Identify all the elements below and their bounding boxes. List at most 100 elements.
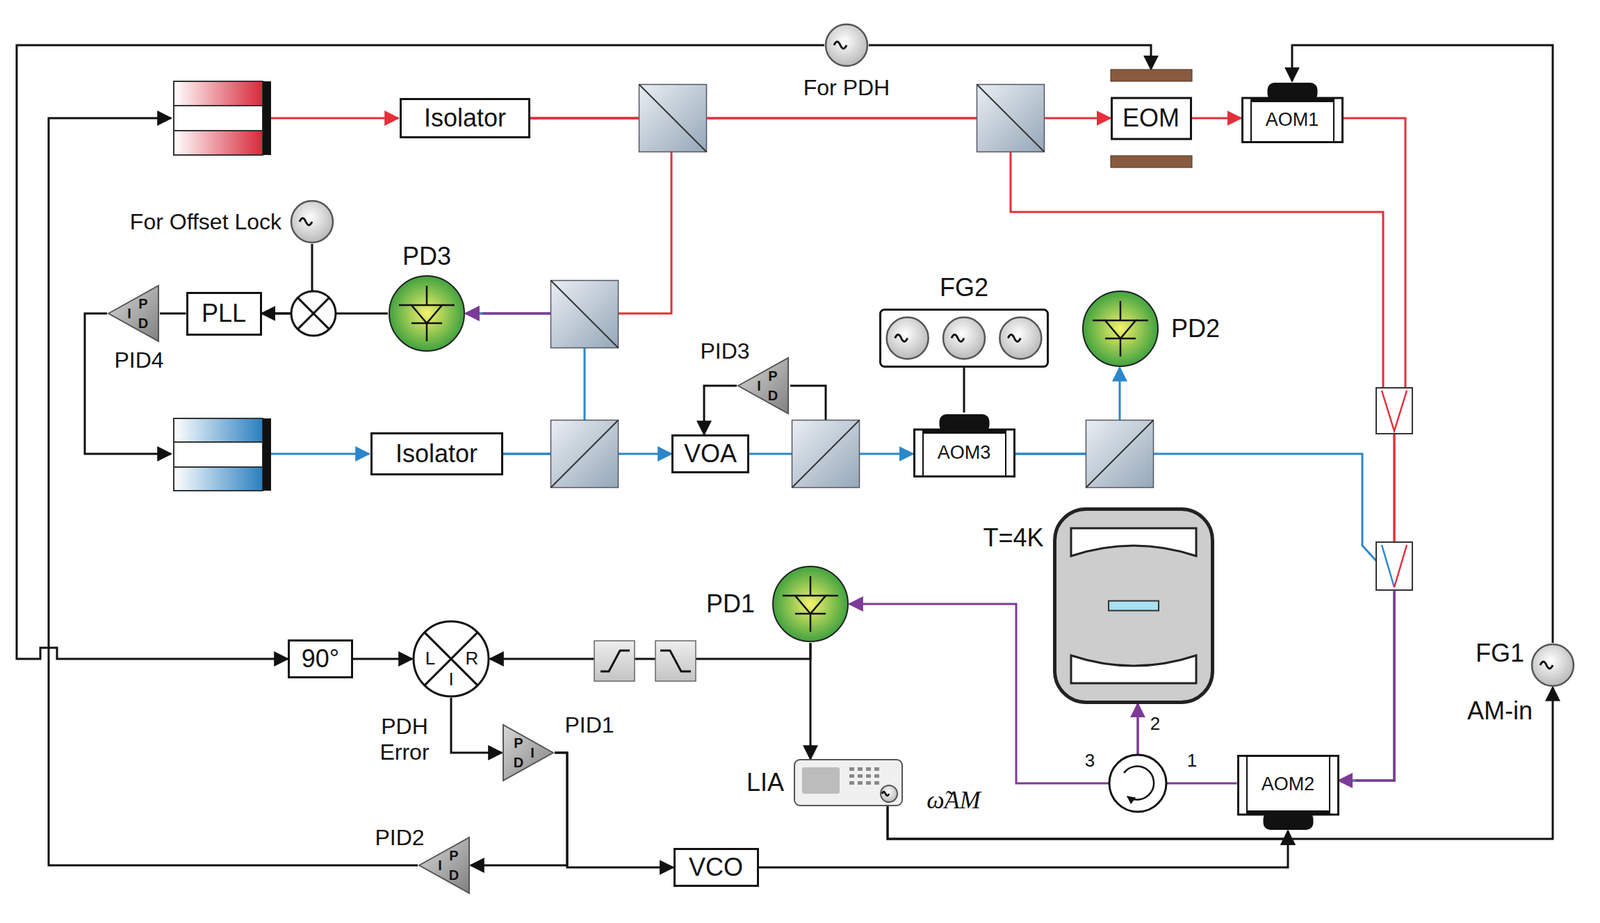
red-laser <box>173 81 272 155</box>
node-text: I <box>437 857 443 874</box>
node-outline <box>793 758 903 807</box>
drawing-circle <box>880 785 898 803</box>
drawing-path <box>411 305 443 324</box>
isolator-box: Isolator <box>399 98 531 139</box>
drawing-rect <box>1086 420 1154 488</box>
node-outline <box>501 723 555 782</box>
node-text: P <box>768 368 778 385</box>
drawing-rect <box>857 781 863 785</box>
node-text: ω̃AM <box>926 786 981 815</box>
node-text: For Offset Lock <box>129 209 282 235</box>
node-text: FG1 <box>1475 638 1525 668</box>
drawing-polygon <box>503 724 554 781</box>
drawing-rect <box>262 418 272 491</box>
connector <box>16 45 825 659</box>
connector <box>758 831 1289 868</box>
node-text: T=4K <box>982 523 1044 552</box>
photodiode: PD3 <box>387 274 466 353</box>
drawing-circle <box>1082 291 1158 367</box>
node-text: PD3 <box>402 241 452 271</box>
drawing-rect <box>672 435 749 473</box>
node-text: PID3 <box>699 338 750 365</box>
node-outline <box>824 22 869 68</box>
drawing-rect <box>1376 387 1413 434</box>
node-text: PLL <box>201 298 247 328</box>
drawing-rect <box>371 433 502 475</box>
drawing-path <box>782 576 839 632</box>
drawing-circle <box>772 566 848 642</box>
node-text: PD2 <box>1171 314 1220 343</box>
drawing-path <box>1092 300 1149 357</box>
laser-beam <box>271 453 370 456</box>
node-text: PID2 <box>374 825 424 851</box>
port-number: 3 <box>1084 750 1095 772</box>
drawing-circle <box>389 275 465 351</box>
drawing-rect <box>923 429 1006 434</box>
pid-controller: PIDPID3 <box>736 356 790 415</box>
oscillator-symbol: For Offset Lock <box>289 199 335 244</box>
drawing-path <box>795 595 826 614</box>
oscillator-symbol: For PDH <box>824 22 869 68</box>
drawing-line <box>1246 756 1248 816</box>
drawing-rect <box>874 781 880 785</box>
drawing-rect <box>1242 98 1343 143</box>
pickoff-wire <box>790 385 826 422</box>
drawing-line <box>297 297 329 329</box>
beam-splitter <box>792 420 860 488</box>
combined-beam <box>482 312 551 315</box>
mixer-symbol: LRI <box>412 619 491 698</box>
node-text: AM-in <box>1467 696 1533 725</box>
node-text: P <box>138 296 148 313</box>
node-text: D <box>138 315 149 332</box>
eom-modulator: EOM <box>1110 69 1193 168</box>
beam-splitter <box>977 84 1045 153</box>
node-outline <box>1530 642 1575 688</box>
node-text: PID1 <box>564 712 614 739</box>
port-number: 2 <box>1150 713 1161 735</box>
node-outline <box>107 284 160 343</box>
drawing-line <box>922 429 924 477</box>
sine-symbol <box>895 334 908 342</box>
drawing-path <box>1105 320 1136 339</box>
drawing-path <box>660 650 691 672</box>
drawing-rect <box>262 81 272 155</box>
sine-symbol <box>1540 661 1553 669</box>
blue-laser <box>173 418 272 491</box>
attenuator-box: VOA <box>671 434 750 474</box>
node-outline <box>417 836 471 895</box>
drawing-rect <box>866 767 871 771</box>
node-outline <box>289 199 335 244</box>
drawing-path <box>1394 544 1407 588</box>
drawing-rect <box>674 849 758 887</box>
node-outline <box>736 356 790 415</box>
drawing-rect <box>792 420 860 488</box>
drawing-circle <box>999 316 1042 359</box>
phase-shifter-box: 90° <box>287 639 354 679</box>
drawing-circle <box>886 316 929 359</box>
drawing-path <box>1071 528 1197 557</box>
connector <box>887 687 1553 839</box>
drawing-circle <box>943 316 985 359</box>
drawing-rect <box>849 767 855 771</box>
connector <box>159 312 187 315</box>
drawing-rect <box>173 81 263 155</box>
drawing-rect <box>1246 810 1330 815</box>
node-text: D <box>449 867 459 884</box>
drawing-line <box>1005 429 1007 477</box>
node-text: EOM <box>1122 103 1180 133</box>
node-outline <box>1052 507 1215 705</box>
drawing-line <box>1250 98 1252 143</box>
node-text: PID4 <box>113 347 164 374</box>
drawing-rect <box>1251 98 1334 103</box>
drawing-rect <box>857 767 863 771</box>
connector <box>1015 453 1395 781</box>
connector <box>963 367 966 413</box>
node-text: FG2 <box>939 273 989 302</box>
drawing-line <box>792 420 860 488</box>
combined-beam <box>1355 590 1395 781</box>
sine-symbol <box>1007 334 1021 342</box>
node-text: 90° <box>301 644 340 673</box>
connector <box>353 658 413 661</box>
drawing-rect <box>866 781 871 785</box>
